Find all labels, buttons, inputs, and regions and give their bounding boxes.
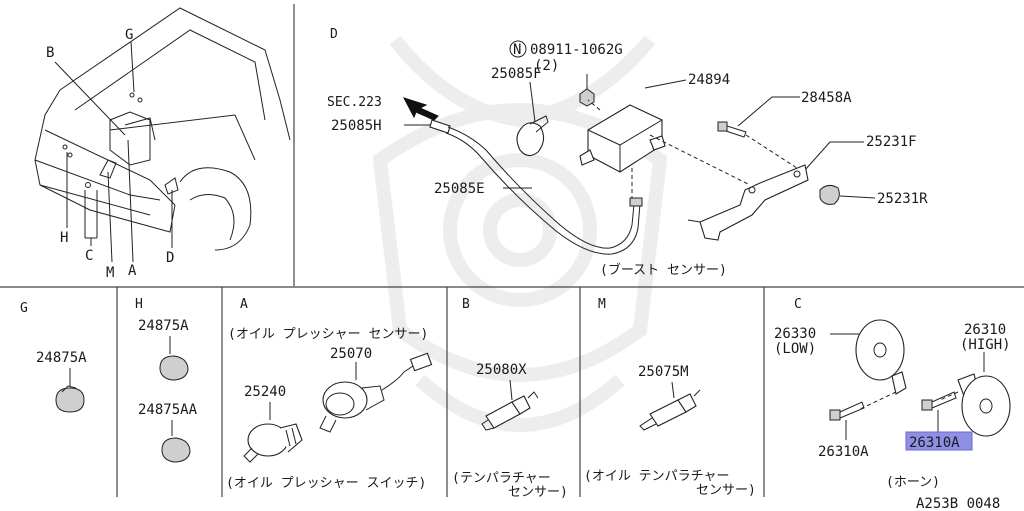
overview-label-h: H — [60, 230, 68, 246]
label-26310: 26310 — [964, 322, 1006, 338]
overview-label-d: D — [166, 250, 174, 266]
label-08911-1062g: 08911-1062G — [530, 42, 623, 58]
oil-temperature-sensor-part — [639, 389, 701, 431]
label-24875a-h: 24875A — [138, 318, 189, 334]
arrow-sec-icon — [402, 97, 439, 121]
label-25075m: 25075M — [638, 364, 689, 380]
label-25070: 25070 — [330, 346, 372, 362]
clip-24875aa-part — [161, 437, 191, 463]
overview-label-m: M — [106, 265, 114, 281]
label-sec-223: SEC.223 — [327, 95, 382, 110]
panel-frames — [0, 4, 1024, 497]
highlight-26310a[interactable] — [905, 431, 973, 451]
overview-label-a: A — [128, 263, 137, 279]
boost-sensor-part — [579, 104, 666, 173]
caption-oil-temperature-sensor-1: (オイル テンパラチャー — [584, 469, 730, 484]
label-25231f: 25231F — [866, 134, 917, 150]
caption-temperature-sensor-2: センサー) — [508, 485, 568, 500]
label-high: (HIGH) — [960, 337, 1011, 353]
section-label-c: C — [794, 297, 802, 312]
label-25085e: 25085E — [434, 181, 485, 197]
label-25231r: 25231R — [877, 191, 928, 207]
section-label-g: G — [20, 301, 28, 316]
bracket-25231f-part — [687, 164, 809, 241]
label-25085f: 25085F — [491, 66, 542, 82]
horn-high-part — [957, 373, 1011, 437]
nut-part — [579, 88, 595, 107]
caption-oil-pressure-switch: (オイル プレッシャー スイッチ) — [226, 476, 426, 491]
overview-label-c: C — [85, 248, 93, 264]
bolt-28458a-part — [717, 121, 747, 138]
label-26310a-left: 26310A — [818, 444, 869, 460]
temperature-sensor-part — [481, 391, 539, 431]
caption-oil-temperature-sensor-2: センサー) — [696, 483, 756, 498]
section-label-a: A — [240, 297, 248, 312]
caption-oil-pressure-sensor: (オイル プレッシャー センサー) — [228, 327, 428, 342]
caption-temperature-sensor-1: (テンパラチャー — [452, 471, 551, 486]
hose-25085e-part — [429, 119, 643, 255]
grommet-25231r-part — [819, 184, 840, 205]
caption-horn: (ホーン) — [886, 475, 940, 490]
clip-25085f-part — [516, 122, 545, 157]
section-label-b: B — [462, 297, 470, 312]
label-25080x: 25080X — [476, 362, 527, 378]
horn-low-part — [855, 319, 907, 395]
clip-24875a-h-part — [159, 355, 189, 381]
label-25085h: 25085H — [331, 118, 382, 134]
label-nut-qty: (2) — [534, 58, 559, 74]
section-label-h: H — [135, 297, 143, 312]
overview-label-b: B — [46, 45, 54, 61]
label-26330: 26330 — [774, 326, 816, 342]
section-label-d: D — [330, 27, 338, 42]
oil-pressure-switch-part — [243, 423, 303, 463]
nut-symbol-icon — [509, 40, 527, 58]
label-24894: 24894 — [688, 72, 730, 88]
label-25240: 25240 — [244, 384, 286, 400]
oil-pressure-sensor-part — [319, 352, 433, 433]
label-26310a-right[interactable]: 26310A — [909, 435, 960, 451]
overview-label-g: G — [125, 27, 133, 43]
label-24875a-g: 24875A — [36, 350, 87, 366]
clip-24875a-g-part — [55, 385, 85, 413]
watermark-crest-icon — [372, 35, 668, 432]
section-label-m: M — [598, 297, 606, 312]
nut-symbol-letter: N — [513, 42, 521, 58]
label-low: (LOW) — [774, 341, 816, 357]
label-28458a: 28458A — [801, 90, 852, 106]
caption-boost-sensor: (ブースト センサー) — [600, 262, 727, 278]
bolt-26310a-left-part — [829, 401, 865, 421]
bolt-26310a-right-part — [921, 391, 957, 411]
car-overview — [34, 7, 291, 263]
diagram-code: A253B 0048 — [916, 496, 1000, 511]
label-24875aa: 24875AA — [138, 402, 198, 418]
